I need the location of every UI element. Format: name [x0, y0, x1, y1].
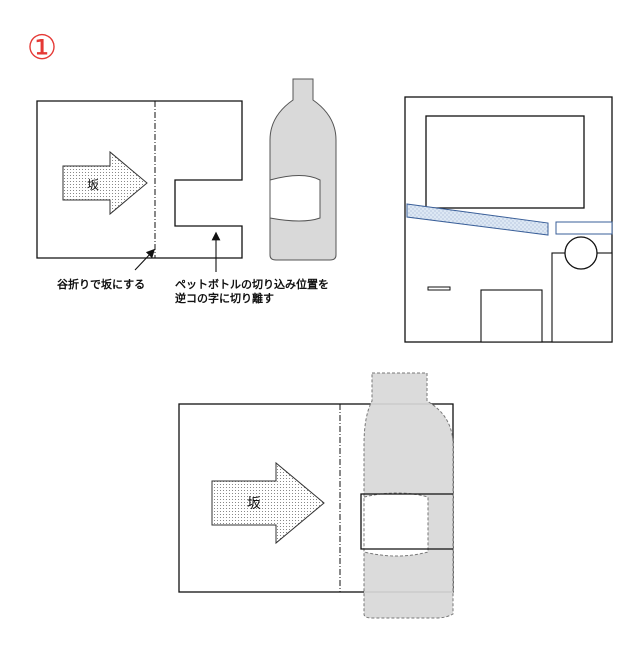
bottle-body — [269, 78, 337, 261]
ball — [564, 236, 598, 270]
fold-instruction-label: 谷折りで坂にする — [57, 277, 145, 291]
step-number: ① — [26, 28, 58, 68]
screen-window — [425, 115, 585, 209]
small-slot — [427, 286, 451, 291]
ramp-strip — [406, 203, 549, 236]
cut-instruction-line2: 逆コの字に切り離す — [175, 291, 274, 305]
bottom-ramp-arrow-label: 坂 — [247, 496, 261, 512]
ramp-arrow-label: 坂 — [87, 178, 99, 192]
bottle-label-band — [269, 175, 321, 222]
bottom-ramp-arrow — [211, 461, 325, 545]
top-bottle — [269, 78, 337, 261]
cut-instruction-line1: ペットボトルの切り込み位置を — [175, 277, 329, 291]
top-left-panel: 坂 谷折りで坂にする ペットボトルの切り込み位置を 逆コの字に切り離す — [36, 100, 329, 305]
bottom-box — [480, 289, 543, 343]
ramp-arrow — [62, 150, 148, 216]
bottom-panel: 坂 — [178, 372, 454, 619]
top-right-panel — [404, 96, 613, 343]
ramp-strip-end — [555, 221, 613, 235]
fold-pointer-arrow — [134, 248, 156, 271]
bottom-cut-outline — [360, 493, 453, 550]
bottom-bottle-cut-window — [363, 492, 429, 557]
